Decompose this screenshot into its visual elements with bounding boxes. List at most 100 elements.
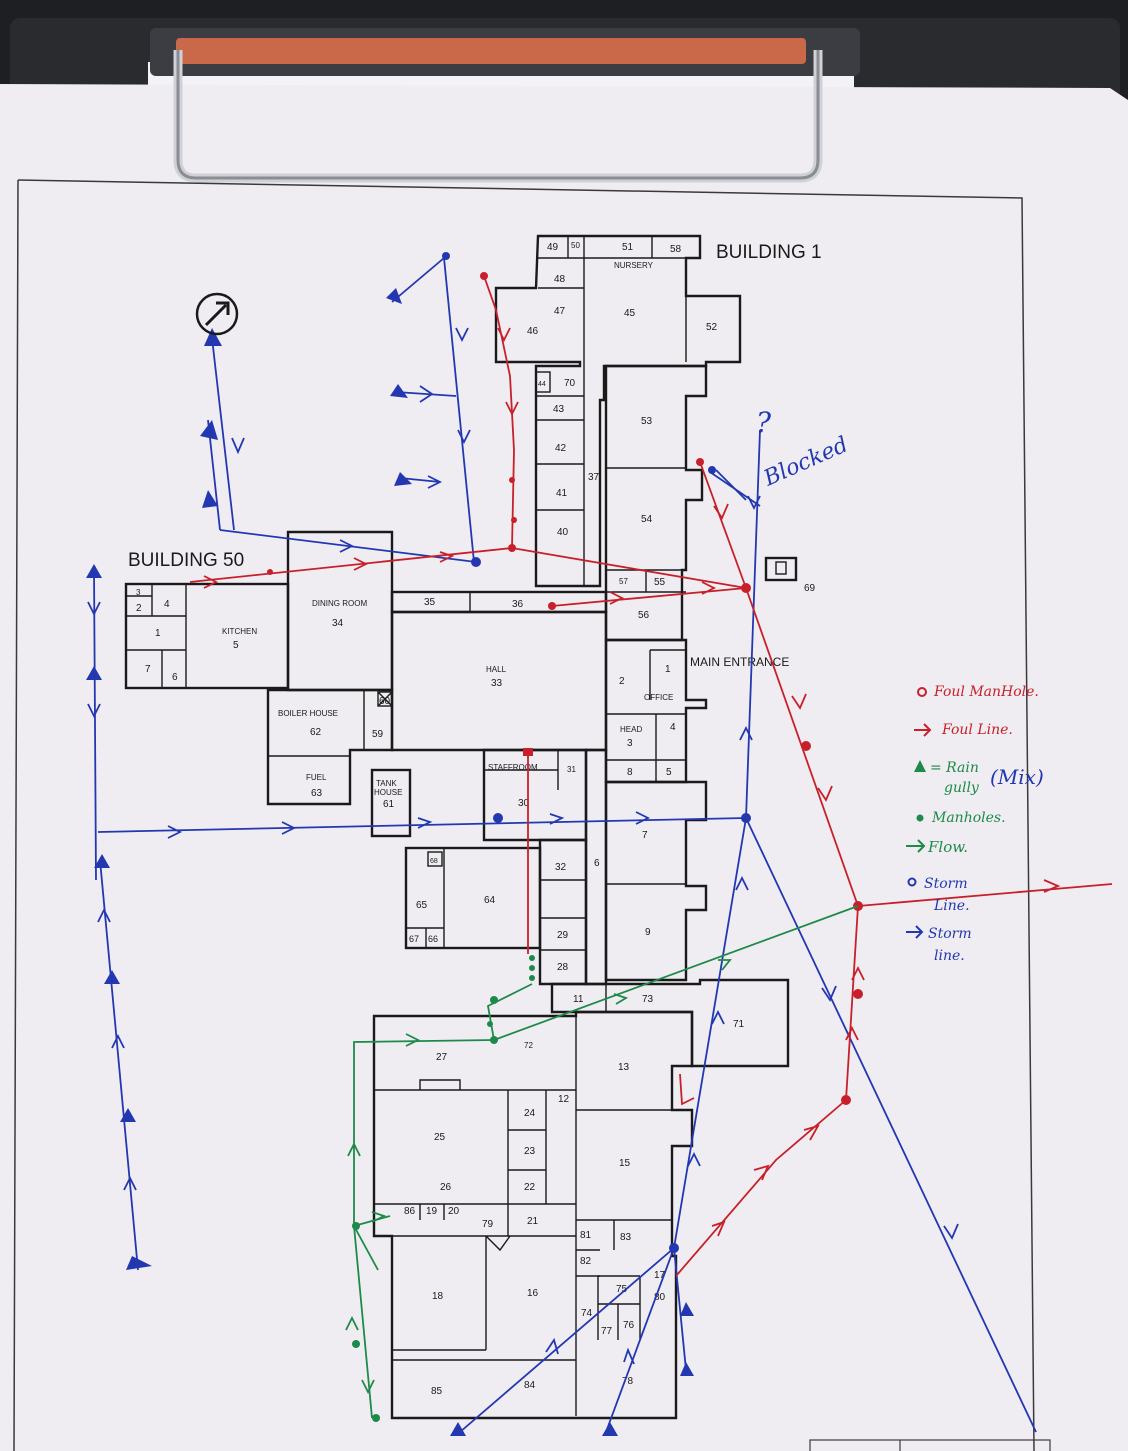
room-54: 54 <box>641 514 653 525</box>
room-78: 78 <box>622 1376 634 1387</box>
building-1-label: BUILDING 1 <box>716 242 822 263</box>
legend-storm-line-1: Storm <box>924 876 968 892</box>
room-68: 68 <box>430 858 438 865</box>
room-43: 43 <box>553 404 565 415</box>
room-76: 76 <box>623 1320 635 1331</box>
room-2a: 2 <box>136 603 142 614</box>
title-block-edge <box>809 1439 1051 1451</box>
room-44: 44 <box>538 381 546 388</box>
plan-labels: BUILDING 1 BUILDING 50 MAIN ENTRANCE NUR… <box>128 241 822 1397</box>
room-5: 5 <box>233 640 239 651</box>
room-29: 29 <box>557 930 569 941</box>
room-67: 67 <box>409 934 419 944</box>
tank-house-label-2: HOUSE <box>374 788 402 797</box>
room-80: 80 <box>654 1292 666 1303</box>
legend-rain-gully-mix: (Mix) <box>990 765 1044 789</box>
legend-flow-icon <box>906 839 926 853</box>
green-manholes <box>352 955 535 1422</box>
legend-storm-line-2: Line. <box>933 898 970 914</box>
storm-flow-arrows <box>87 327 959 1365</box>
paper-sheet <box>0 84 1128 1451</box>
foul-flow-arrows <box>203 327 1061 1237</box>
legend-manholes-icon <box>916 814 924 822</box>
room-58: 58 <box>670 244 682 255</box>
room-6: 6 <box>172 672 178 683</box>
room-48: 48 <box>554 274 566 285</box>
room-12: 12 <box>558 1094 570 1105</box>
room-83: 83 <box>620 1232 632 1243</box>
room-22: 22 <box>524 1182 536 1193</box>
staffroom-label: STAFFROOM <box>488 763 538 772</box>
room-77: 77 <box>601 1326 613 1337</box>
room-27: 27 <box>436 1052 448 1063</box>
hall-label: HALL <box>486 665 507 674</box>
legend-rain-gully-icon <box>914 760 926 772</box>
room-49: 49 <box>547 242 559 253</box>
room-33: 33 <box>491 678 503 689</box>
room-11: 11 <box>573 994 584 1005</box>
legend-flow: Flow. <box>927 838 968 856</box>
foul-manholes <box>267 272 863 1105</box>
room-73: 73 <box>642 994 654 1005</box>
rain-gullies <box>86 288 694 1436</box>
paper-border <box>17 179 1035 1451</box>
storm-lines <box>93 257 1037 1433</box>
room-16: 16 <box>527 1288 539 1299</box>
room-86: 86 <box>404 1206 416 1217</box>
room-20: 20 <box>448 1206 460 1217</box>
main-entrance-label: MAIN ENTRANCE <box>690 655 789 669</box>
room-35: 35 <box>424 597 436 608</box>
room-8: 8 <box>627 767 633 778</box>
room-70: 70 <box>564 378 576 389</box>
room-65: 65 <box>416 900 428 911</box>
room-36: 36 <box>512 599 524 610</box>
room-7: 7 <box>642 830 648 841</box>
legend-storm-line-3: Storm <box>928 926 972 942</box>
room-79: 79 <box>482 1219 494 1230</box>
room-26: 26 <box>440 1182 452 1193</box>
green-flow-arrows <box>345 959 732 1395</box>
room-71: 71 <box>733 1019 745 1030</box>
room-66: 66 <box>428 934 438 944</box>
room-57: 57 <box>619 577 628 586</box>
room-25: 25 <box>434 1132 446 1143</box>
room-24: 24 <box>524 1108 536 1119</box>
room-13: 13 <box>618 1062 630 1073</box>
room-37: 37 <box>588 472 600 483</box>
room-15: 15 <box>619 1158 631 1169</box>
room-55: 55 <box>654 577 666 588</box>
room-1: 1 <box>665 664 671 675</box>
room-62: 62 <box>310 727 322 738</box>
legend-manholes: Manholes. <box>931 810 1006 826</box>
floor-plan <box>124 234 798 1420</box>
building-50-label: BUILDING 50 <box>128 550 244 571</box>
legend-rain-gully-1: = Rain <box>930 760 979 776</box>
fuel-label: FUEL <box>306 773 327 782</box>
legend-foul-line-icon <box>914 723 932 737</box>
room-42: 42 <box>555 443 567 454</box>
room-32: 32 <box>555 862 567 873</box>
room-47: 47 <box>554 306 566 317</box>
room-74: 74 <box>581 1308 593 1319</box>
room-53: 53 <box>641 416 653 427</box>
metal-clip <box>150 28 860 183</box>
legend-foul-manhole: Foul ManHole. <box>933 684 1039 700</box>
room-72: 72 <box>524 1041 533 1050</box>
kitchen-label: KITCHEN <box>222 627 257 636</box>
room-19: 19 <box>426 1206 438 1217</box>
legend-rain-gully-2: gully <box>944 780 980 796</box>
room-69: 69 <box>804 583 816 594</box>
room-31: 31 <box>567 765 576 774</box>
paper-border-left <box>13 179 19 1451</box>
room-7a: 7 <box>145 664 151 675</box>
room-30: 30 <box>518 798 530 809</box>
legend-storm-line-4: line. <box>934 948 965 964</box>
room-18: 18 <box>432 1291 444 1302</box>
room-1a: 1 <box>155 628 161 639</box>
room-59: 59 <box>372 729 384 740</box>
room-50: 50 <box>571 241 580 250</box>
boiler-house-label: BOILER HOUSE <box>278 709 338 718</box>
tank-house-label-1: TANK <box>376 779 397 788</box>
room-23: 23 <box>524 1146 536 1157</box>
room-75: 75 <box>616 1284 628 1295</box>
